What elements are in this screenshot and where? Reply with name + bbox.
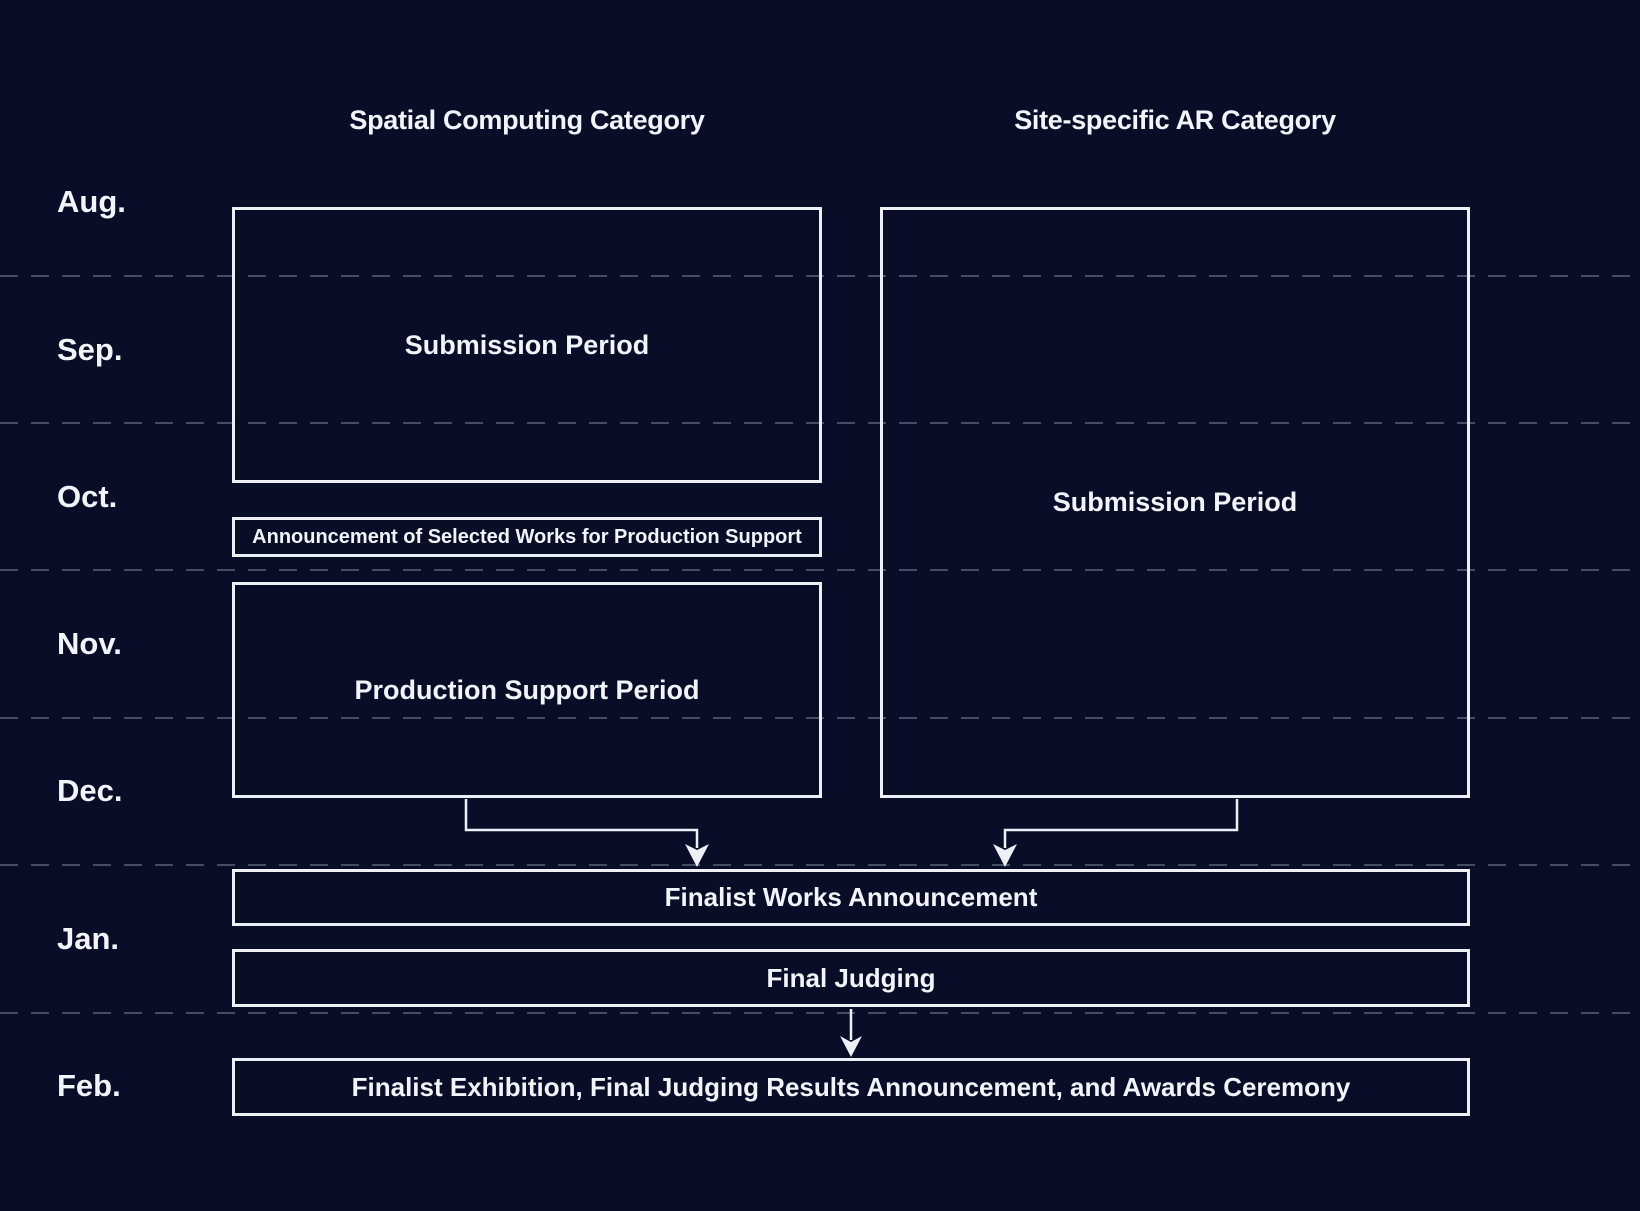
month-separator-line [0,864,1640,866]
month-label-jan: Jan. [57,921,120,956]
month-label-aug: Aug. [57,184,126,219]
arrow-down-icon [840,1036,862,1057]
month-label-oct: Oct. [57,479,118,514]
column-header-site-specific-ar: Site-specific AR Category [1014,105,1336,135]
production-support-announcement-label: Announcement of Selected Works for Produ… [252,525,802,548]
finalist-works-announcement-box: Finalist Works Announcement [232,869,1470,926]
connector-left [464,799,699,848]
site-ar-submission-period-box: Submission Period [880,207,1470,798]
column-header-spatial-computing: Spatial Computing Category [349,105,705,135]
connector-right [1003,799,1239,848]
finalist-works-announcement-label: Finalist Works Announcement [664,882,1038,912]
month-label-feb: Feb. [57,1068,121,1103]
month-label-nov: Nov. [57,626,122,661]
production-support-period-box: Production Support Period [232,582,822,798]
production-support-period-label: Production Support Period [354,674,700,705]
month-label-sep: Sep. [57,332,123,367]
finalist-exhibition-awards-label: Finalist Exhibition, Final Judging Resul… [351,1071,1351,1102]
month-label-dec: Dec. [57,773,123,808]
spatial-submission-period-label: Submission Period [404,329,650,360]
site-ar-submission-period-label: Submission Period [1052,487,1298,517]
finalist-exhibition-awards-box: Finalist Exhibition, Final Judging Resul… [232,1058,1470,1116]
final-judging-label: Final Judging [766,962,936,993]
month-separator-line [0,1012,1640,1014]
month-separator-line [0,569,1640,571]
final-judging-box: Final Judging [232,949,1470,1007]
production-support-announcement-box: Announcement of Selected Works for Produ… [232,517,822,557]
spatial-submission-period-box: Submission Period [232,207,822,483]
